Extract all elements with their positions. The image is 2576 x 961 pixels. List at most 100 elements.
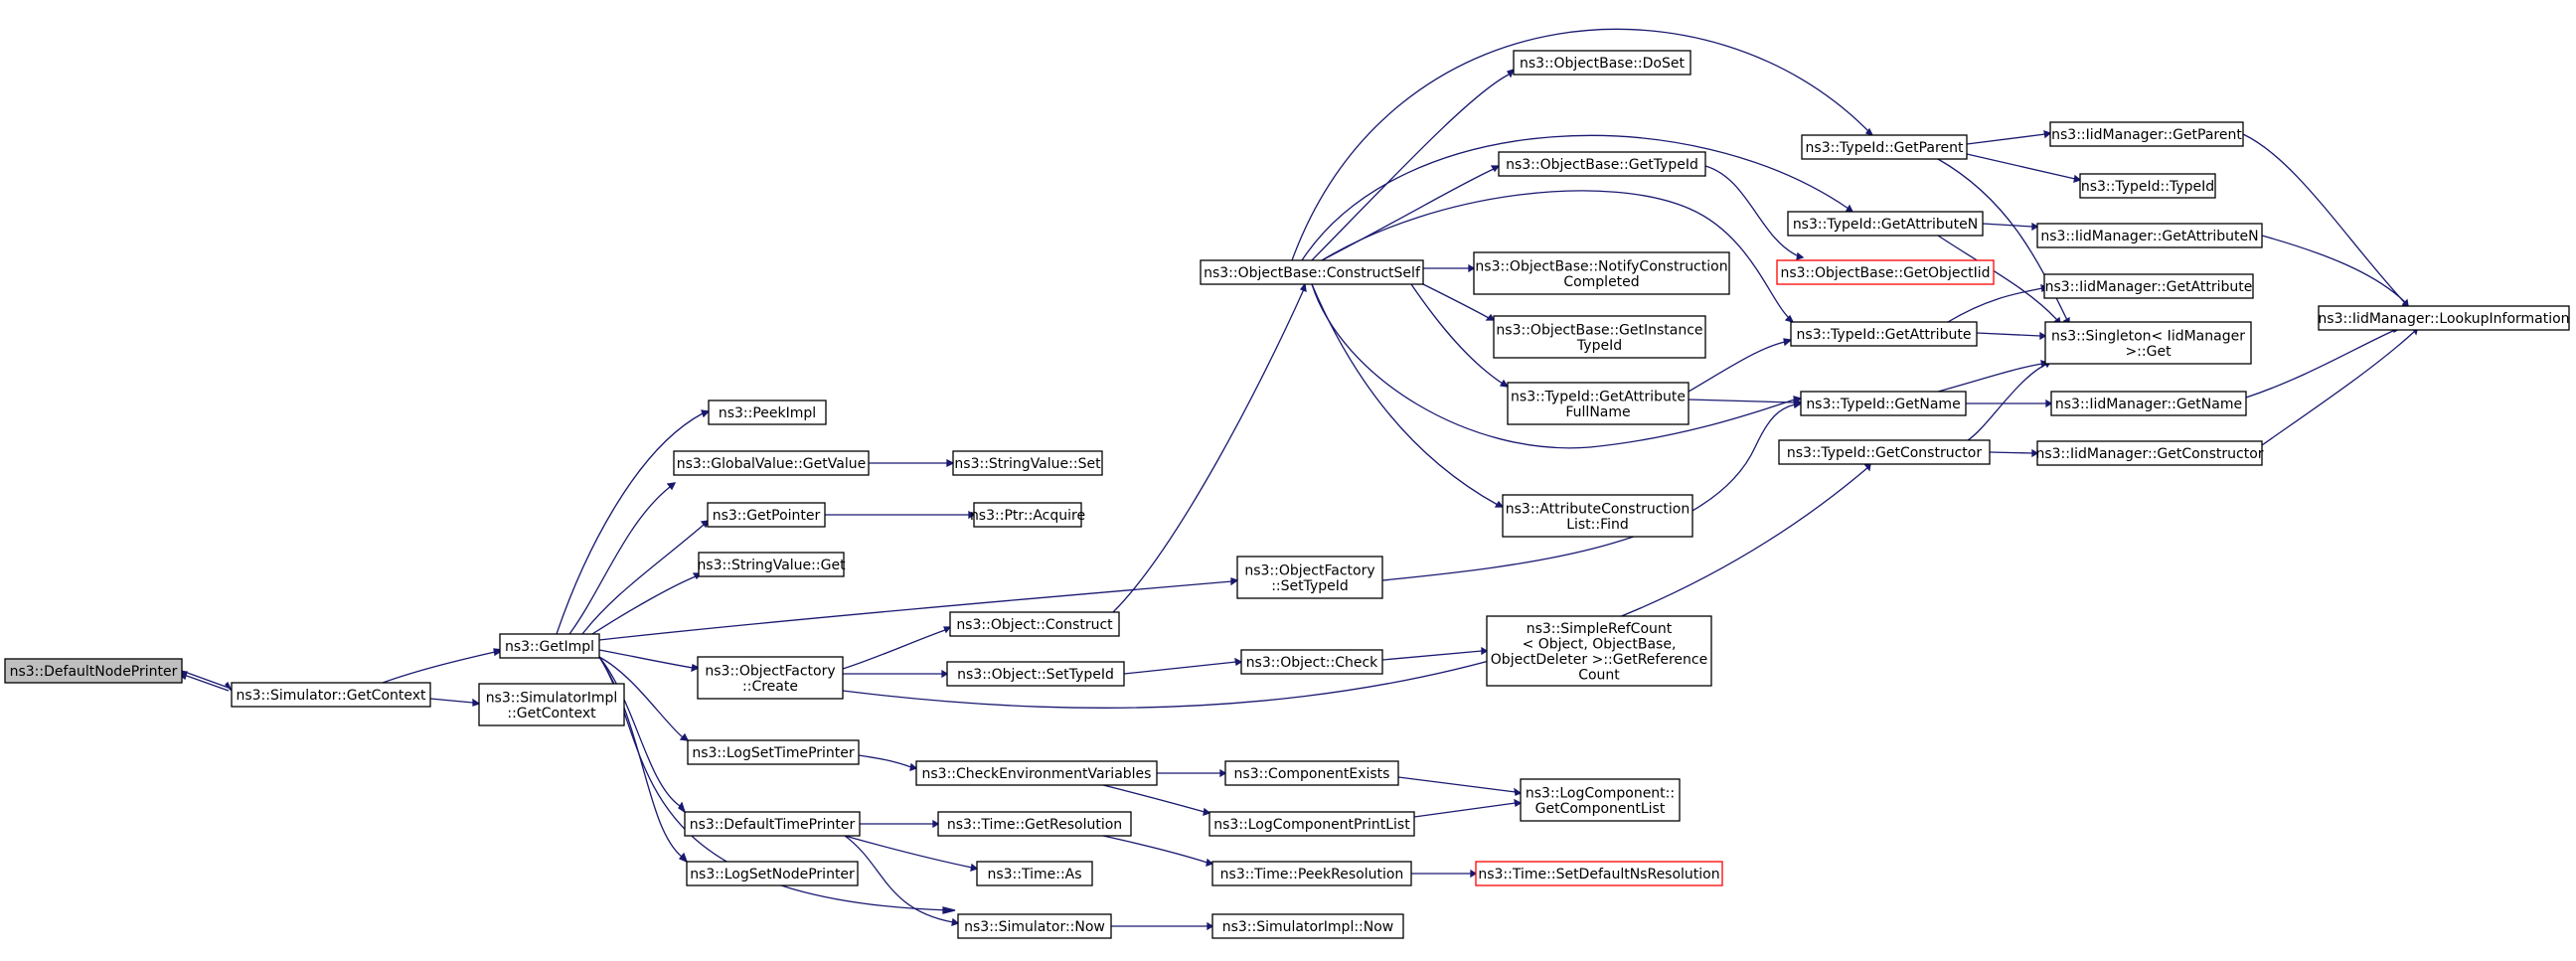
- node-label: ns3::TypeId::GetAttribute: [1511, 389, 1686, 404]
- call-node[interactable]: ns3::LogSetTimePrinter: [687, 739, 860, 765]
- call-edge: [382, 648, 505, 684]
- call-node[interactable]: ns3::TypeId::GetAttributeN: [1787, 211, 1984, 237]
- truncated-node-box: [1475, 861, 1723, 886]
- node-box: [1801, 134, 1968, 160]
- call-node[interactable]: ns3::DefaultTimePrinter: [684, 811, 861, 837]
- call-edge-arrowhead: [472, 698, 481, 707]
- call-node[interactable]: ns3::StringValue::Get: [697, 552, 846, 577]
- call-edge: [1112, 282, 1307, 613]
- call-node[interactable]: ns3::IidManager::GetConstructor: [2035, 440, 2264, 466]
- node-label: Count: [1578, 667, 1620, 683]
- call-node[interactable]: ns3::IidManager::GetParent: [2049, 121, 2244, 147]
- node-label: ns3::Time::As: [987, 867, 1081, 882]
- call-node[interactable]: ns3::GlobalValue::GetValue: [673, 450, 870, 476]
- call-node[interactable]: ns3::SimulatorImpl::GetContext: [478, 683, 625, 726]
- node-label: ::GetContext: [507, 706, 596, 721]
- call-edge-line: [1311, 283, 1796, 449]
- call-node[interactable]: ns3::ObjectFactory::SetTypeId: [1236, 556, 1383, 599]
- call-edge-arrowhead: [1470, 869, 1478, 879]
- node-label: ns3::ObjectFactory: [1244, 562, 1374, 578]
- node-box: [687, 739, 860, 765]
- node-label: GetComponentList: [1535, 801, 1666, 817]
- call-edge: [556, 409, 711, 635]
- node-box: [1502, 494, 1693, 538]
- call-node[interactable]: ns3::Simulator::Now: [957, 913, 1112, 939]
- call-edge-line: [1967, 363, 2048, 441]
- call-node[interactable]: ns3::TypeId::TypeId: [2079, 173, 2216, 199]
- call-node[interactable]: ns3::StringValue::Set: [952, 450, 1103, 476]
- call-edge: [1422, 283, 1496, 321]
- node-label: ns3::Simulator::GetContext: [236, 688, 426, 704]
- call-node[interactable]: ns3::ObjectBase::GetObjectIid: [1776, 259, 1995, 285]
- node-box: [949, 611, 1120, 637]
- node-label: ns3::Time::GetResolution: [947, 817, 1122, 833]
- call-node[interactable]: ns3::Ptr::Acquire: [970, 502, 1085, 528]
- call-edge-arrowhead: [1864, 127, 1874, 137]
- call-node[interactable]: ns3::TypeId::GetConstructor: [1778, 439, 1991, 465]
- call-node[interactable]: ns3::LogComponent::GetComponentList: [1520, 778, 1681, 822]
- call-node[interactable]: ns3::Singleton< IidManager >::Get: [2044, 321, 2252, 365]
- call-edge-arrowhead: [942, 906, 956, 914]
- node-box: [973, 502, 1082, 528]
- call-edge: [598, 649, 701, 673]
- call-node[interactable]: ns3::Time::SetDefaultNsResolution: [1475, 861, 1723, 886]
- call-node[interactable]: ns3::DefaultNodePrinter: [4, 658, 183, 684]
- call-node[interactable]: ns3::PeekImpl: [708, 400, 827, 425]
- call-edge: [1102, 835, 1214, 867]
- call-edge-arrowhead: [1494, 500, 1505, 508]
- call-node[interactable]: ns3::TypeId::GetName: [1800, 391, 1967, 416]
- call-edge-line: [1381, 403, 1796, 581]
- call-node[interactable]: ns3::LogComponentPrintList: [1208, 811, 1415, 837]
- call-node[interactable]: ns3::CheckEnvironmentVariables: [915, 760, 1158, 786]
- call-node[interactable]: ns3::Object::Construct: [949, 611, 1120, 637]
- call-edge-arrowhead: [1299, 282, 1307, 293]
- call-node[interactable]: ns3::GetImpl: [499, 633, 600, 659]
- call-edge: [429, 698, 481, 707]
- call-node[interactable]: ns3::ComponentExists: [1224, 760, 1399, 786]
- call-edge-line: [842, 629, 946, 670]
- call-edge-line: [598, 656, 681, 807]
- call-node[interactable]: ns3::IidManager::GetName: [2050, 391, 2247, 416]
- call-node[interactable]: ns3::IidManager::LookupInformation: [2318, 305, 2570, 331]
- node-box: [1787, 211, 1984, 237]
- call-edge-line: [1937, 235, 2058, 321]
- node-box: [673, 450, 870, 476]
- call-edge: [1397, 776, 1523, 796]
- call-node[interactable]: ns3::IidManager::GetAttribute: [2043, 273, 2254, 299]
- call-node[interactable]: ns3::Time::GetResolution: [937, 811, 1132, 837]
- call-edge-line: [1688, 399, 1796, 403]
- call-node[interactable]: ns3::ObjectBase::GetTypeId: [1498, 151, 1706, 177]
- call-node[interactable]: ns3::IidManager::GetAttributeN: [2036, 223, 2263, 248]
- node-box: [1208, 811, 1415, 837]
- node-label: ns3::Time::PeekResolution: [1220, 867, 1404, 882]
- call-node[interactable]: ns3::ObjectFactory::Create: [697, 656, 844, 700]
- call-node[interactable]: ns3::Time::PeekResolution: [1211, 861, 1412, 886]
- call-node[interactable]: ns3::SimpleRefCount< Object, ObjectBase,…: [1486, 615, 1712, 687]
- call-node[interactable]: ns3::Object::Check: [1240, 649, 1383, 675]
- call-node[interactable]: ns3::Simulator::GetContext: [231, 682, 431, 708]
- call-edge-arrowhead: [1203, 807, 1211, 816]
- call-edge: [1413, 798, 1523, 818]
- call-edge-line: [2245, 329, 2396, 399]
- call-node[interactable]: ns3::ObjectBase::ConstructSelf: [1200, 259, 1424, 285]
- call-node[interactable]: ns3::Object::SetTypeId: [946, 661, 1125, 687]
- call-node[interactable]: ns3::ObjectBase::NotifyConstructionCompl…: [1473, 251, 1730, 295]
- call-edge: [1381, 646, 1489, 661]
- call-node[interactable]: ns3::LogSetNodePrinter: [686, 861, 859, 886]
- call-node[interactable]: ns3::ObjectBase::DoSet: [1513, 50, 1691, 76]
- call-node[interactable]: ns3::TypeId::GetParent: [1801, 134, 1968, 160]
- node-label: ns3::ObjectBase::NotifyConstruction: [1475, 258, 1727, 274]
- call-node[interactable]: ns3::SimulatorImpl::Now: [1211, 913, 1404, 939]
- node-label: ns3::ObjectFactory: [705, 663, 835, 679]
- call-edge-arrowhead: [1234, 657, 1243, 667]
- call-edge-arrowhead: [1206, 858, 1214, 867]
- call-node[interactable]: ns3::GetPointer: [707, 502, 826, 528]
- node-label: ns3::Singleton< IidManager: [2051, 328, 2245, 344]
- call-node[interactable]: ns3::Time::As: [976, 861, 1093, 886]
- call-edge: [2261, 327, 2418, 446]
- call-node[interactable]: ns3::TypeId::GetAttribute: [1790, 321, 1978, 347]
- call-edge-arrowhead: [1514, 787, 1523, 796]
